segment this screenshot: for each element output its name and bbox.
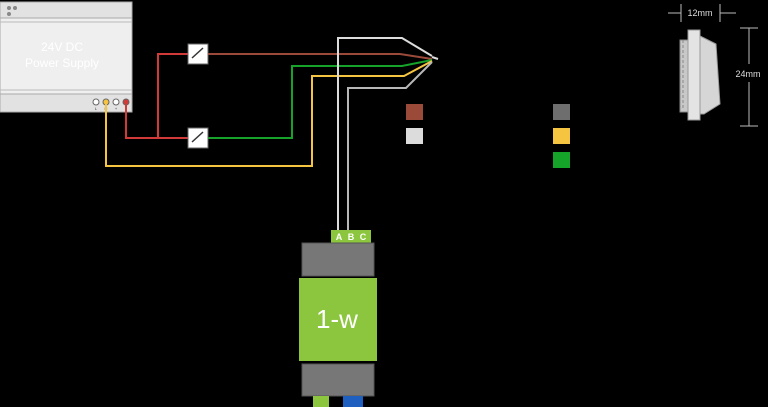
swatch-brown xyxy=(406,104,423,120)
terminal-label: L xyxy=(95,106,98,111)
switch-bottom xyxy=(187,127,209,149)
width-dimension-label: 12mm xyxy=(687,8,712,18)
wire-grey xyxy=(347,61,433,234)
terminal-c: C xyxy=(360,232,367,242)
dimension-height: 24mm xyxy=(735,27,761,127)
wire-red xyxy=(125,53,188,139)
wire-white xyxy=(337,37,433,234)
swatch-white xyxy=(406,128,423,144)
swatch-green xyxy=(553,152,570,168)
dimension-width: 12mm xyxy=(668,4,736,22)
power-supply: 24V DC Power Supply L N + - xyxy=(0,1,133,113)
terminal-label: + xyxy=(115,106,118,111)
terminal-b: B xyxy=(348,232,355,242)
one-wire-module: A B C 1-w xyxy=(299,230,377,407)
terminal-l xyxy=(92,98,100,106)
terminal-block xyxy=(331,230,371,243)
swatch-grey xyxy=(553,104,570,120)
power-supply-subtitle: Power Supply xyxy=(25,56,99,70)
height-dimension-label: 24mm xyxy=(735,69,760,79)
terminal-a: A xyxy=(336,232,343,242)
screw-icon xyxy=(7,12,11,16)
module-label: 1-w xyxy=(316,304,358,334)
sensor-side-view xyxy=(679,29,721,121)
wire-yellow xyxy=(105,60,433,167)
wires xyxy=(105,37,439,234)
power-supply-title: 24V DC xyxy=(41,40,83,54)
wire-brown xyxy=(208,53,433,60)
screw-icon xyxy=(7,6,11,10)
screw-icon xyxy=(13,6,17,10)
swatch-yellow xyxy=(553,128,570,144)
wire-green xyxy=(208,59,433,139)
switch-top xyxy=(187,43,209,65)
terminal-plus xyxy=(112,98,120,106)
